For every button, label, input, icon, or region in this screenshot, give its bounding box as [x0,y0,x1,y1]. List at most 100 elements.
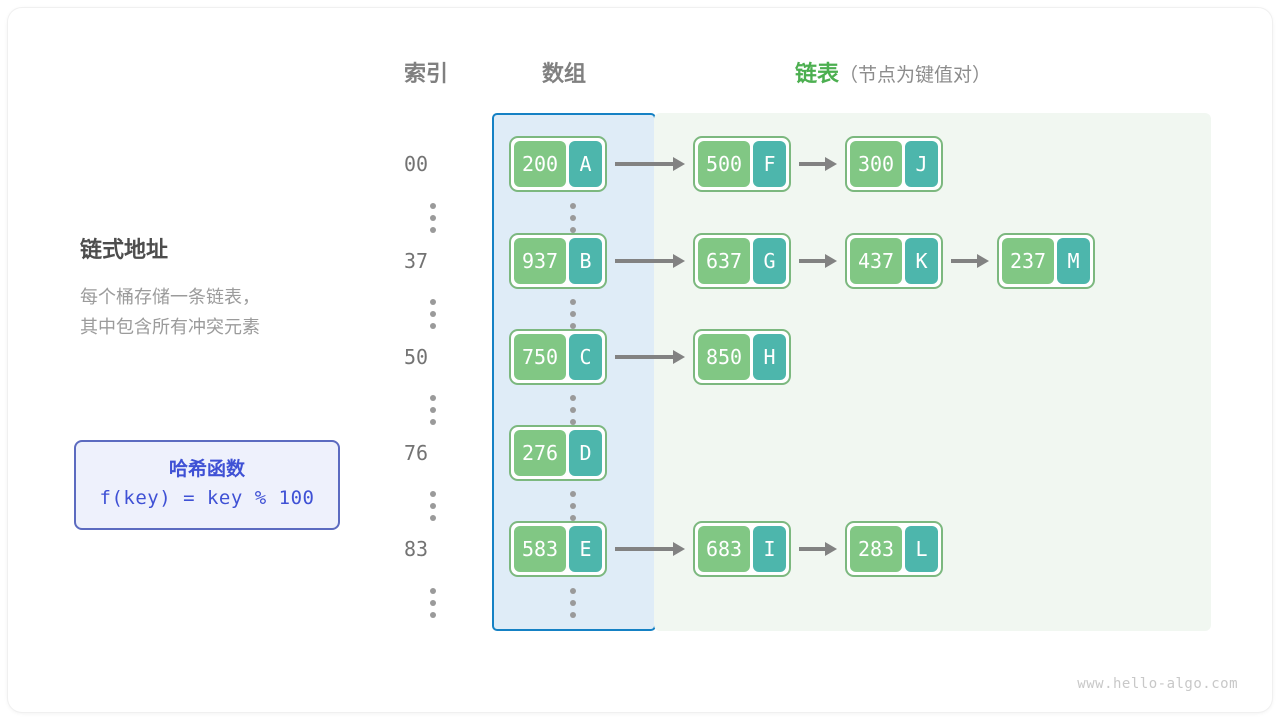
ellipsis-dot [430,227,436,233]
array-ellipsis [570,491,576,521]
header-linked-list: 链表（节点为键值对） [795,56,991,88]
header-linked-list-main: 链表 [795,61,840,86]
node-key: 437 [850,238,902,284]
header-linked-list-sub: （节点为键值对） [839,65,992,86]
index-ellipsis [430,203,436,233]
chain-arrow [615,350,685,364]
index-ellipsis [430,395,436,425]
node-value: F [753,141,786,187]
arrow-shaft [615,259,673,263]
arrow-shaft [799,547,825,551]
header-index: 索引 [404,61,449,86]
ellipsis-dot [570,491,576,497]
ellipsis-dot [570,419,576,425]
arrow-head-icon [825,157,837,171]
node-value: L [905,526,938,572]
arrow-head-icon [673,254,685,268]
node-value: J [905,141,938,187]
node-key: 237 [1002,238,1054,284]
ellipsis-dot [570,612,576,618]
arrow-shaft [615,162,673,166]
description-body: 每个桶存储一条链表， 其中包含所有冲突元素 [80,287,260,337]
row-index-label: 50 [404,345,429,369]
ellipsis-dot [430,491,436,497]
node-key: 683 [698,526,750,572]
chain-arrow [799,157,837,171]
node-value: B [569,238,602,284]
chain-arrow [615,254,685,268]
row-index-label: 76 [404,441,429,465]
ellipsis-dot [570,227,576,233]
ellipsis-dot [570,515,576,521]
row-index-label: 00 [404,152,429,176]
node-key: 637 [698,238,750,284]
ellipsis-dot [570,588,576,594]
node-value: C [569,334,602,380]
header-array: 数组 [542,61,587,86]
arrow-head-icon [673,350,685,364]
row-index-label: 83 [404,537,429,561]
ellipsis-dot [570,600,576,606]
arrow-head-icon [977,254,989,268]
node-value: H [753,334,786,380]
ellipsis-dot [570,311,576,317]
hash-function-formula: f(key) = key % 100 [99,487,315,509]
ellipsis-dot [570,503,576,509]
array-ellipsis [570,299,576,329]
node-value: D [569,430,602,476]
ellipsis-dot [430,311,436,317]
arrow-shaft [615,355,673,359]
description-title: 链式地址 [80,237,169,262]
node-key: 500 [698,141,750,187]
node-key: 583 [514,526,566,572]
arrow-head-icon [825,254,837,268]
ellipsis-dot [570,407,576,413]
node-value: I [753,526,786,572]
chain-arrow [799,254,837,268]
node-key: 300 [850,141,902,187]
node-value: K [905,238,938,284]
index-ellipsis [430,588,436,618]
ellipsis-dot [430,588,436,594]
ellipsis-dot [430,323,436,329]
ellipsis-dot [430,419,436,425]
node-value: G [753,238,786,284]
ellipsis-dot [570,323,576,329]
arrow-shaft [615,547,673,551]
arrow-shaft [799,259,825,263]
ellipsis-dot [430,600,436,606]
arrow-head-icon [825,542,837,556]
node-value: A [569,141,602,187]
ellipsis-dot [430,515,436,521]
node-key: 276 [514,430,566,476]
index-ellipsis [430,491,436,521]
ellipsis-dot [430,395,436,401]
arrow-head-icon [673,157,685,171]
ellipsis-dot [430,299,436,305]
watermark: www.hello-algo.com [1077,676,1238,692]
array-ellipsis [570,395,576,425]
arrow-shaft [799,162,825,166]
hash-function-box: 哈希函数 f(key) = key % 100 [74,440,340,530]
node-key: 283 [850,526,902,572]
node-value: E [569,526,602,572]
node-key: 850 [698,334,750,380]
chain-arrow [615,157,685,171]
arrow-shaft [951,259,977,263]
array-ellipsis [570,588,576,618]
